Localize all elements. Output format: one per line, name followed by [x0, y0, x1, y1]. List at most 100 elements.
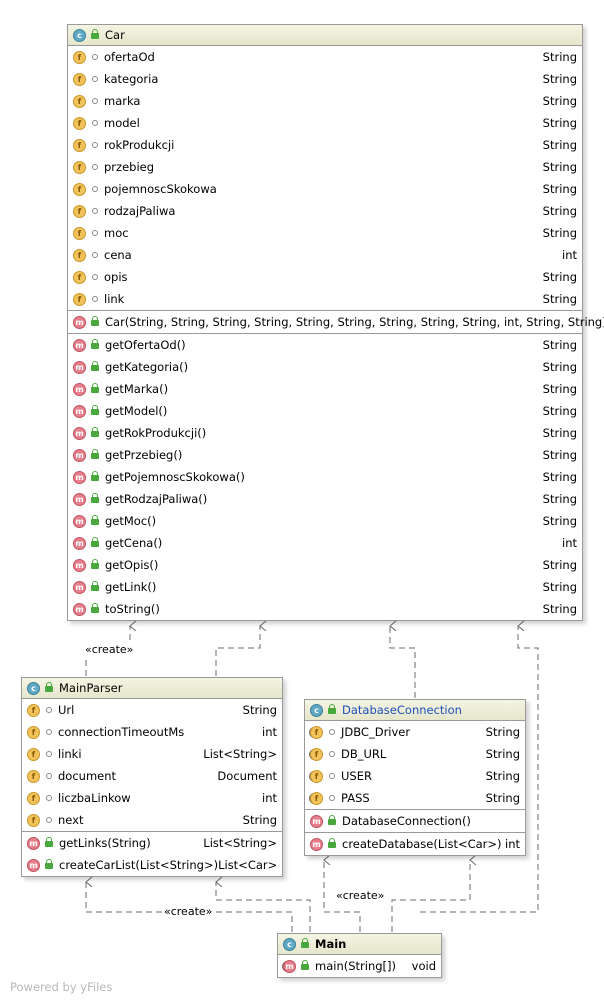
class-main-header[interactable]: c Main — [278, 934, 441, 955]
constructor-signature: DatabaseConnection() — [342, 814, 471, 828]
method-icon: m — [73, 514, 86, 528]
member-name: USER — [341, 769, 372, 783]
class-databaseconnection-header[interactable]: c DatabaseConnection — [305, 700, 525, 721]
member-name: rokProdukcji — [104, 138, 175, 152]
member-name: DB_URL — [341, 747, 387, 761]
package-private-icon — [46, 773, 52, 779]
field-icon: f — [310, 725, 323, 739]
field-icon: f — [73, 116, 86, 130]
member-type: String — [542, 182, 577, 196]
member-type: String — [542, 404, 577, 418]
field-icon: f — [27, 791, 40, 805]
member-type: String — [542, 116, 577, 130]
member-name: main(String[]) — [315, 959, 396, 973]
member-type: List<String> — [203, 836, 277, 850]
package-private-icon — [46, 751, 52, 757]
method-icon: m — [73, 470, 86, 484]
member-name: getKategoria() — [105, 360, 189, 374]
member-type: String — [542, 602, 577, 616]
member-name: przebieg — [104, 160, 155, 174]
member-name: cena — [104, 248, 132, 262]
package-private-icon — [329, 773, 335, 779]
member-name: linki — [58, 747, 82, 761]
method-icon: m — [73, 382, 86, 396]
member-name: getMoc() — [105, 514, 157, 528]
member-type: String — [485, 769, 520, 783]
member-name: rodzajPaliwa — [104, 204, 176, 218]
member-name: Url — [58, 703, 75, 717]
member-name: PASS — [341, 791, 370, 805]
package-private-icon — [46, 795, 52, 801]
package-private-icon — [46, 707, 52, 713]
class-mainparser-header[interactable]: c MainParser — [22, 678, 282, 699]
member-row[interactable]: m DatabaseConnection() — [305, 810, 525, 832]
package-private-icon — [329, 751, 335, 757]
field-icon: f — [73, 204, 86, 218]
member-name: getOpis() — [105, 558, 159, 572]
member-name: document — [58, 769, 117, 783]
public-lock-icon — [328, 838, 336, 848]
class-car-header[interactable]: c Car — [68, 25, 582, 46]
method-icon: m — [73, 338, 86, 352]
member-type: String — [542, 226, 577, 240]
package-private-icon — [92, 274, 98, 280]
member-name: getRokProdukcji() — [105, 426, 207, 440]
method-icon: m — [283, 959, 296, 973]
member-type: int — [505, 837, 520, 851]
package-private-icon — [92, 164, 98, 170]
member-row[interactable]: m Car(String, String, String, String, St… — [68, 311, 604, 333]
member-type: List<Car> — [218, 858, 278, 872]
field-icon: f — [73, 248, 86, 262]
public-lock-icon — [91, 449, 99, 459]
field-icon: f — [73, 160, 86, 174]
member-type: String — [542, 270, 577, 284]
member-type: String — [485, 747, 520, 761]
package-private-icon — [92, 76, 98, 82]
field-icon: f — [27, 703, 40, 717]
